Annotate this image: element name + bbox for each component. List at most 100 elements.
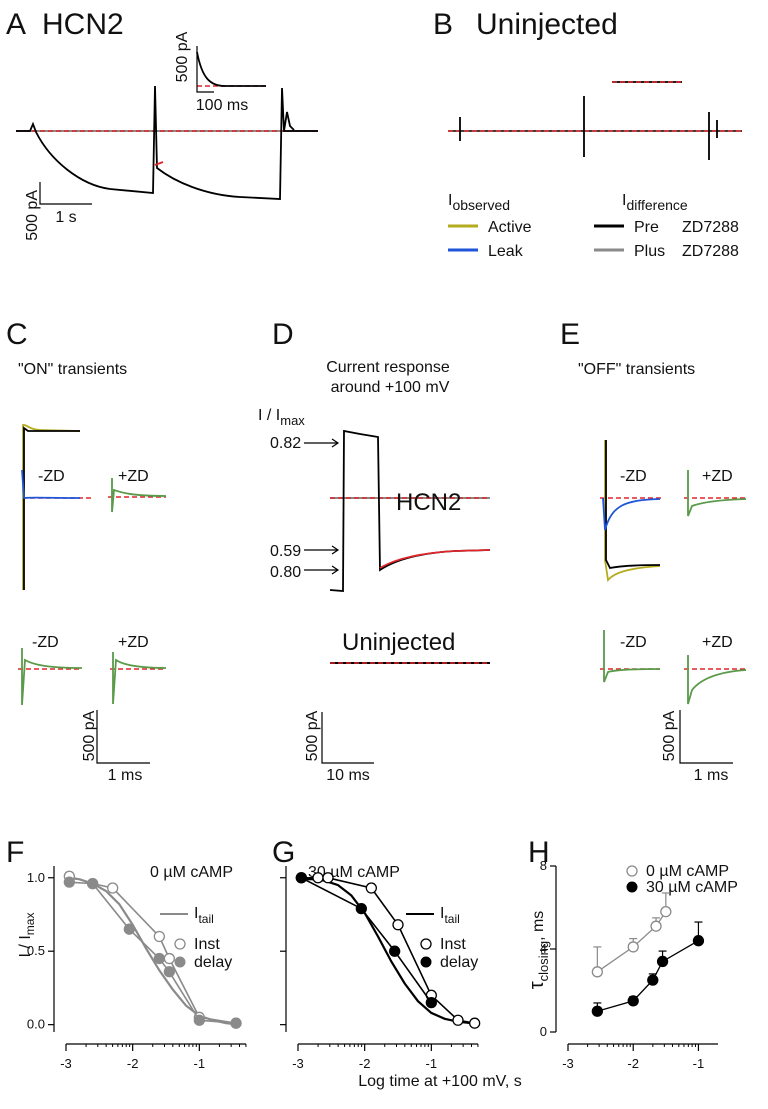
c-trace-plus-zd-1 [111,478,167,513]
panel-letter-d: D [272,318,294,351]
plot-g: -3-2-1 [280,866,481,1071]
e-label-minus-zd-1: -ZD [620,468,647,485]
d-arrow-1 [304,438,340,448]
panel-title-d-1: Current response [326,359,450,376]
panel-title-d-2: around +100 mV [331,379,450,396]
inset-scale [196,46,214,93]
f-point-delay [153,952,165,965]
e-label-plus-zd-2: +ZD [702,634,733,651]
f-point-delay [230,1017,242,1029]
f-x-tick-label: -3 [60,1056,72,1071]
panel-title-a: HCN2 [42,8,124,41]
d-mark-082: 0.82 [270,435,301,452]
panel-g: G 30 µM cAMP Itail Inst delay -3-2-1 [272,836,481,1071]
h-point-0-m-camp [650,920,662,932]
c-leak-1 [21,469,81,500]
h-series-30-m-camp-line [597,940,699,1012]
legend-drug-2: ZD7288 [682,243,739,260]
scale-x-e: 1 ms [694,767,729,784]
g-point-inst [322,872,334,884]
h-x-tick-label: -1 [693,1056,705,1071]
legend-drug-1: ZD7288 [682,219,739,236]
f-point-inst [153,930,165,943]
h-legend-marker-0 [626,865,638,877]
c-trace-minus-zd-2 [21,648,83,706]
g-legend-marker-inst [420,938,432,950]
scale-x-c: 1 ms [108,767,143,784]
scale-y-d: 500 pA [304,710,321,761]
scale-bar-e [679,710,733,764]
f-ylabel: I / Imax [17,913,37,958]
g-legend-inst: Inst [440,936,466,953]
f-x-tick-label: -2 [127,1056,139,1071]
d-arrow-2 [304,545,340,555]
panel-h: H τclosing, ms 0 µM cAMP 30 µM cAMP -3-2… [526,836,738,1071]
h-x-tick-label: -2 [627,1056,639,1071]
f-point-delay [163,966,175,978]
h-point-0-m-camp [660,906,672,918]
d-arrow-3 [304,565,340,575]
h-series-0-m-camp-line [596,911,667,973]
c-label-minus-zd-1: -ZD [38,468,65,485]
c-pre-1 [23,426,80,590]
panel-letter-c: C [6,318,28,351]
scale-x-d: 10 ms [326,767,370,784]
panel-letter-a: A [6,8,26,41]
e-label-minus-zd-2: -ZD [620,634,647,651]
h-x-tick-label: -3 [562,1056,574,1071]
scale-y-c: 500 pA [81,710,98,761]
f-y-tick-label: 1.0 [27,870,45,885]
d-label-uninjected: Uninjected [342,629,455,656]
g-point-inst [392,919,404,931]
g-legend-marker-delay [420,956,432,968]
f-point-delay [123,923,135,935]
panel-letter-g: G [272,836,295,869]
c-label-minus-zd-2: -ZD [32,634,59,651]
e-leak-1 [602,497,661,531]
f-point-inst [163,952,175,965]
scale-bar-d [321,712,374,764]
e-trace-plus-zd-1 [687,470,747,517]
fit-start [154,161,164,166]
g-point-delay [389,945,401,957]
d-fit-curve [379,549,491,569]
h-legend-marker-30 [626,881,638,893]
c-label-plus-zd-2: +ZD [118,634,149,651]
h-y-tick-label: 0 [540,1024,547,1039]
g-x-tick-label: -3 [292,1056,304,1071]
g-legend-delay: delay [440,954,478,971]
c-trace-plus-zd-2 [112,652,167,705]
f-legend-marker-inst [174,938,186,950]
panel-e: E "OFF" transients -ZD +ZD -ZD +ZD 500 p… [560,318,747,784]
scale-x-a: 1 s [55,209,76,226]
panel-title-e: "OFF" transients [578,361,695,378]
e-label-plus-zd-1: +ZD [702,468,733,485]
h-point-30-m-camp [656,955,669,968]
h-point-30-m-camp [692,935,705,947]
h-point-0-m-camp [627,941,639,953]
f-point-delay [193,1014,205,1026]
scale-y-e: 500 pA [661,710,678,761]
panel-a: A HCN2 500 pA 1 s 500 pA 100 ms [6,8,318,241]
f-point-delay [87,877,99,890]
f-y-tick-label: 0.5 [27,943,45,958]
legend-plus: Plus [634,243,665,260]
g-legend-tail: Itail [440,905,460,926]
inset-trace [196,51,266,87]
g-series-delay-line [300,877,432,1004]
c-label-plus-zd-1: +ZD [118,468,149,485]
trace-spike [283,111,295,132]
d-ylabel: I / Imax [258,407,305,428]
h-point-30-m-camp [591,1005,603,1017]
f-point-inst [107,882,119,894]
scale-y-a: 500 pA [24,190,41,241]
g-point-delay [295,872,307,884]
panel-letter-h: H [528,836,550,869]
e-active-1 [604,440,661,583]
f-x-tick-label: -1 [194,1056,206,1071]
scale-bar-a [39,182,92,205]
d-label-hcn2: HCN2 [396,489,461,516]
panel-d: D Current response around +100 mV I / Im… [258,318,491,784]
